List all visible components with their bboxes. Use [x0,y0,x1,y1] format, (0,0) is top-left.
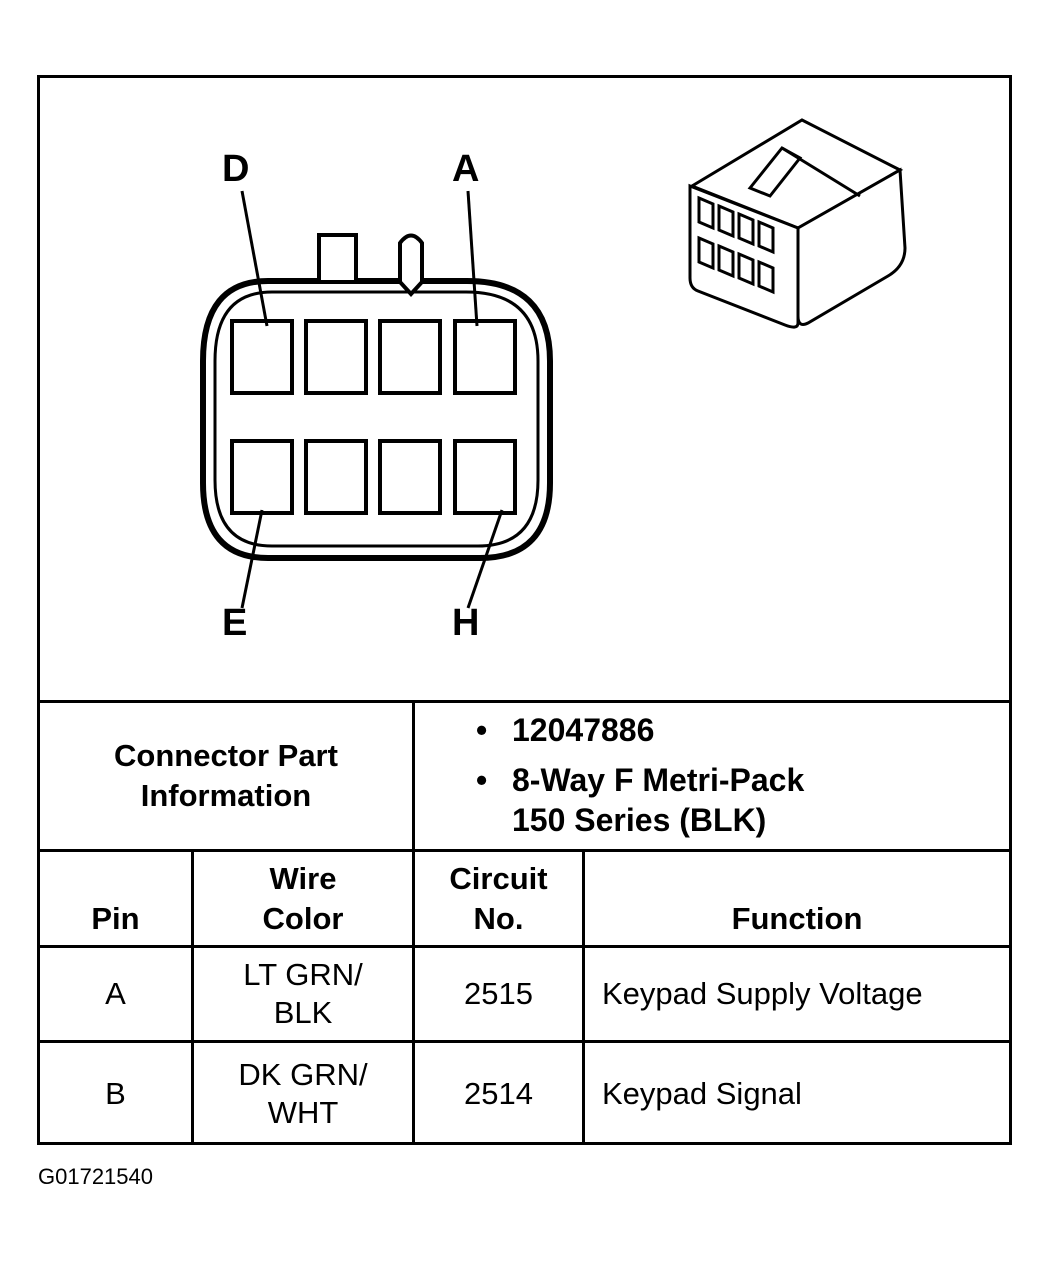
part-info-divider [412,700,415,851]
leader-line-A [466,190,479,327]
cavity-6 [304,439,368,515]
table-top-border [40,700,1009,703]
row-a-bottom-border [40,1040,1009,1043]
row-a-wire-line1: LT GRN/ [243,957,363,992]
part-info-label-line2: Information [140,778,312,813]
header-circuit-line2: No. [473,900,524,936]
figure-id: G01721540 [38,1164,153,1189]
header-function-label: Function [731,901,863,936]
part-info-bottom-border [40,849,1009,852]
pin-label-A: A [452,148,479,190]
connector-diagram: D A E H [200,118,907,644]
row-a-wire-color: LT GRN/ BLK [194,948,412,1040]
header-pin: Pin [40,852,191,945]
header-circuit-line1: Circuit [449,860,548,896]
header-bottom-border [40,945,1009,948]
cavity-A [453,319,517,395]
bullet-2: • [476,762,488,798]
part-info-label-line1: Connector Part [114,738,338,773]
row-b-pin: B [105,1076,126,1111]
polarizing-key [398,233,424,297]
bullet-1: • [476,712,488,748]
col-divider-2 [412,849,415,1145]
row-a-wire-line2: BLK [273,995,333,1030]
header-pin-label: Pin [91,901,140,936]
leader-line-E [240,509,264,609]
header-wire-color-line2: Color [262,900,344,936]
latch-tab [317,233,358,284]
pin-label-H: H [452,602,479,644]
iso-cavities [697,195,775,295]
cavity-H [453,439,517,515]
row-b-wire-line2: WHT [267,1095,339,1130]
connector-inner-shell [213,290,540,548]
cavity-D [230,319,294,395]
row-a-circuit: 2515 [464,976,533,1011]
row-b-wire-color: DK GRN/ WHT [194,1043,412,1145]
cavity-3 [378,319,442,395]
connector-iso-view [688,118,907,329]
row-a-pin: A [105,976,126,1011]
pin-label-E: E [222,602,247,644]
connector-outer-shell [200,278,553,561]
header-wire-color: Wire Color [194,852,412,945]
header-circuit: Circuit No. [415,852,582,945]
cavity-7 [378,439,442,515]
col-divider-3 [582,849,585,1145]
header-wire-color-line1: Wire [269,860,337,896]
iso-latch-ramp [781,146,861,198]
part-info-label: Connector Part Information [40,703,412,849]
pin-label-D: D [222,148,249,190]
row-b-function: Keypad Signal [602,1076,802,1111]
leader-line-D [240,190,269,327]
part-description-line2: 150 Series (BLK) [512,802,767,838]
cavity-2 [304,319,368,395]
cavity-E [230,439,294,515]
connector-frame: D A E H [37,75,1012,1145]
connector-face [200,190,553,609]
row-a-function: Keypad Supply Voltage [602,976,923,1011]
row-b-wire-line1: DK GRN/ [238,1057,368,1092]
part-number: 12047886 [512,712,655,748]
row-b-circuit: 2514 [464,1076,533,1111]
leader-line-H [466,509,504,609]
header-function: Function [585,852,1009,945]
col-divider-1 [191,849,194,1145]
part-description-line1: 8-Way F Metri-Pack [512,762,805,798]
